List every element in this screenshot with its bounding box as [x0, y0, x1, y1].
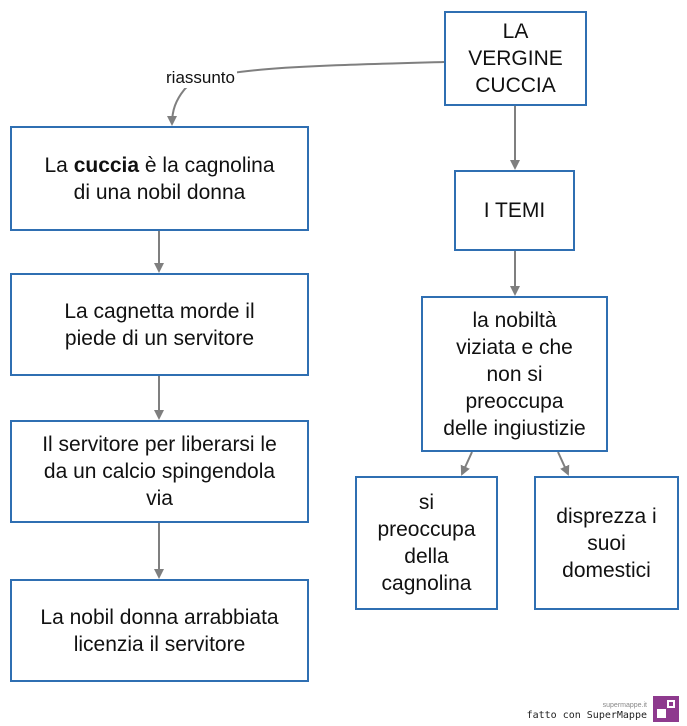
node-nobility-line: non si: [486, 362, 543, 386]
node-cares-line: si: [418, 491, 435, 514]
node-step1-line2: di una nobil donna: [73, 180, 246, 204]
node-step4-line: licenzia il servitore: [73, 632, 246, 656]
node-themes-label: I TEMI: [483, 199, 546, 222]
node-cares-dog[interactable]: si preoccupa della cagnolina: [355, 476, 498, 610]
node-cares-line: cagnolina: [381, 572, 472, 595]
node-step2[interactable]: La cagnetta morde il piede di un servito…: [10, 273, 309, 376]
footer-credit: supermappe.it fatto con SuperMappe: [527, 696, 679, 722]
node-nobility-line: delle ingiustizie: [443, 416, 586, 440]
node-title[interactable]: LA VERGINE CUCCIA: [444, 11, 587, 106]
node-step2-line: La cagnetta morde il: [64, 299, 255, 323]
node-cares-line: preoccupa: [377, 518, 476, 541]
node-step3[interactable]: Il servitore per liberarsi le da un calc…: [10, 420, 309, 523]
footer-small-text: supermappe.it: [602, 702, 647, 709]
node-step3-line: da un calcio spingendola: [43, 460, 276, 483]
footer-main-text: fatto con SuperMappe: [526, 710, 647, 721]
node-despises-line: domestici: [562, 558, 651, 582]
edge-nobility-to-despises: [557, 451, 570, 476]
node-step1-bold: cuccia: [73, 153, 140, 177]
node-despises[interactable]: disprezza i suoi domestici: [534, 476, 679, 610]
node-title-line: LA: [502, 20, 529, 43]
node-step1-line1: La cuccia è la cagnolina: [44, 152, 274, 179]
node-step2-line: piede di un servitore: [64, 326, 255, 350]
edge-nobility-to-cares: [460, 451, 473, 476]
node-step1[interactable]: La cuccia è la cagnolina di una nobil do…: [10, 126, 309, 231]
node-nobility[interactable]: la nobiltà viziata e che non si preoccup…: [421, 296, 608, 452]
node-despises-line: suoi: [587, 531, 626, 555]
node-title-line: CUCCIA: [475, 74, 556, 97]
supermappe-logo-icon: [653, 696, 679, 722]
node-despises-line: disprezza i: [556, 504, 657, 528]
node-step3-line: Il servitore per liberarsi le: [42, 433, 277, 456]
node-themes[interactable]: I TEMI: [454, 170, 575, 251]
node-cares-line: della: [404, 545, 449, 568]
node-step1-after: è la cagnolina: [139, 153, 275, 177]
node-step4[interactable]: La nobil donna arrabbiata licenzia il se…: [10, 579, 309, 682]
node-nobility-line: preoccupa: [465, 389, 564, 413]
node-nobility-line: viziata e che: [456, 335, 573, 359]
edge-label-summary: riassunto: [164, 68, 237, 88]
node-step3-line: via: [146, 487, 173, 510]
node-step1-before: La: [44, 153, 74, 177]
node-title-line: VERGINE: [468, 47, 563, 70]
node-step4-line: La nobil donna arrabbiata: [40, 605, 279, 629]
node-nobility-line: la nobiltà: [472, 308, 557, 332]
